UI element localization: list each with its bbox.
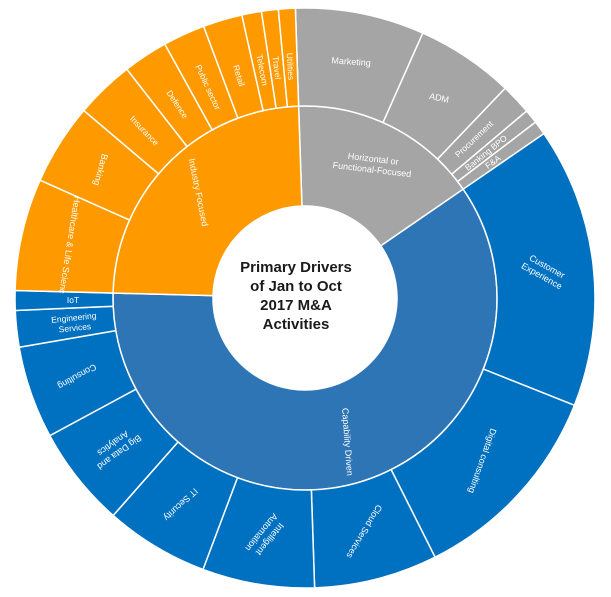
label-utilities: Utilities: [285, 52, 297, 80]
label-travel: Travel: [271, 56, 284, 80]
chart-title-line: 2017 M&A: [260, 297, 332, 314]
label-marketing: Marketing: [331, 55, 371, 68]
chart-title-line: of Jan to Oct: [250, 278, 342, 295]
label-capability-driven: Capability Driven: [340, 408, 355, 477]
chart-title-line: Activities: [262, 316, 330, 333]
center-hole: [213, 206, 397, 390]
label-adm: ADM: [428, 91, 450, 105]
label-iot: IoT: [67, 295, 79, 305]
segment-utilities[interactable]: [277, 7, 300, 108]
chart-title-line: Primary Drivers: [240, 259, 352, 276]
chart-title: Primary Drivers of Jan to Oct 2017 M&A A…: [216, 258, 376, 334]
label-engineering-services: EngineeringServices: [51, 310, 99, 335]
